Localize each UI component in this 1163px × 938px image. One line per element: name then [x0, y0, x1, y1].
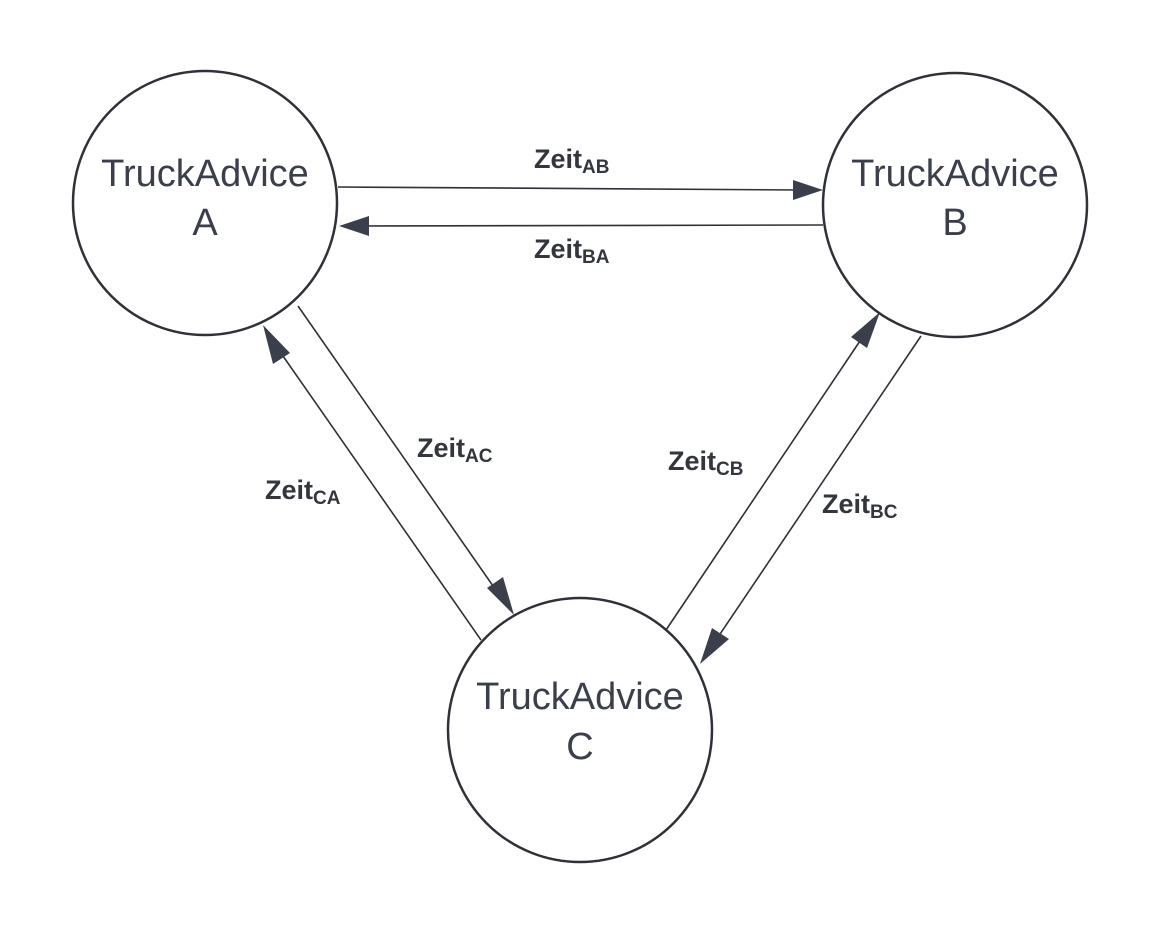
node-truckadvice-a[interactable]: TruckAdvice A	[71, 69, 339, 337]
edge-label-sub: AB	[582, 157, 609, 178]
edge-a-to-b	[337, 180, 823, 200]
edge-c-to-a	[263, 325, 482, 641]
arrow-head-icon	[793, 180, 823, 200]
edge-label-cb: ZeitCB	[668, 446, 743, 480]
node-name: TruckAdvice	[476, 676, 684, 718]
edge-label-ab: ZeitAB	[534, 144, 609, 178]
edge-c-to-b	[665, 312, 880, 631]
arrow-head-icon	[851, 312, 880, 348]
edge-label-sub: BA	[582, 247, 610, 268]
node-letter: B	[942, 202, 967, 244]
arrow-head-icon	[487, 577, 514, 615]
node-letter: C	[566, 726, 593, 768]
edge-label-main: Zeit	[417, 433, 465, 463]
edge-label-sub: AC	[465, 446, 493, 467]
edge-label-main: Zeit	[668, 446, 716, 476]
edge-label-sub: BC	[870, 502, 898, 523]
edge-label-main: Zeit	[265, 475, 313, 505]
node-truckadvice-c[interactable]: TruckAdvice C	[446, 596, 714, 864]
arrow-head-icon	[700, 628, 729, 664]
edge-label-ca: ZeitCA	[265, 475, 341, 509]
edge-label-main: Zeit	[822, 489, 870, 519]
node-letter: A	[192, 202, 218, 244]
edge-label-sub: CB	[716, 459, 743, 480]
edge-label-bc: ZeitBC	[822, 489, 898, 523]
edge-label-ac: ZeitAC	[417, 433, 493, 467]
edge-label-main: Zeit	[534, 234, 582, 264]
arrow-head-icon	[263, 325, 290, 364]
edge-label-main: Zeit	[534, 144, 582, 174]
edge-label-ba: ZeitBA	[534, 234, 610, 268]
node-name: TruckAdvice	[101, 153, 309, 195]
node-truckadvice-b[interactable]: TruckAdvice B	[821, 71, 1089, 339]
edge-label-sub: CA	[313, 488, 341, 509]
edge-a-to-c	[297, 305, 514, 615]
edge-b-to-a	[339, 216, 824, 236]
arrow-head-icon	[339, 216, 369, 236]
node-name: TruckAdvice	[851, 153, 1059, 195]
edge-b-to-c	[700, 335, 922, 664]
